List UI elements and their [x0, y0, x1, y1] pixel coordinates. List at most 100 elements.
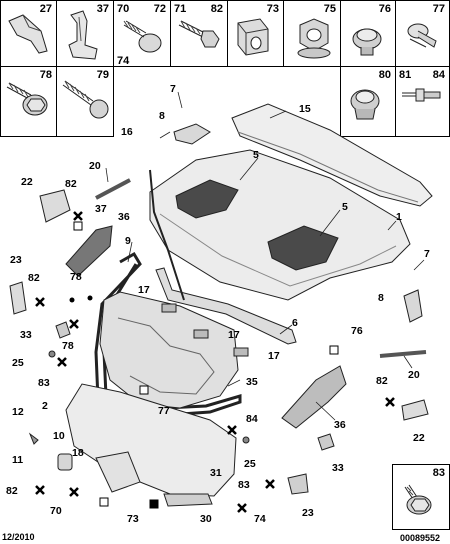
part-cell-75: 75 [283, 0, 341, 67]
gas-strut-right [379, 350, 427, 358]
callout-82-a: 82 [65, 178, 77, 190]
release-cable [149, 169, 185, 301]
weatherstrip-seal [94, 251, 242, 420]
callout-9: 9 [125, 235, 131, 247]
sound-pad-upper [175, 179, 239, 219]
part-number-37: 37 [96, 3, 109, 15]
part-cell-81-84: 81 84 [395, 66, 450, 137]
callout-83-right: 84 [246, 413, 258, 425]
part-number-71: 71 [174, 3, 187, 15]
callout-17-a: 17 [138, 284, 150, 296]
callout-1: 1 [396, 211, 402, 223]
callout-31: 31 [210, 467, 222, 479]
hinge-bracket-right [403, 289, 423, 323]
callout-12: 12 [12, 406, 24, 418]
callout-82-e: 83 [238, 479, 250, 491]
dot-marker-78 [69, 297, 75, 303]
cross-marker-82-b [35, 297, 45, 307]
spring-clip-icon [68, 10, 98, 60]
callout-8-right: 8 [378, 292, 384, 304]
lock-body [95, 451, 141, 493]
callout-83-left: 83 [38, 377, 50, 389]
callout-35: 35 [246, 376, 258, 388]
cross-marker-70 [69, 487, 79, 497]
part-number-79: 79 [96, 69, 109, 81]
part-number-70: 70 [117, 3, 130, 15]
box-marker-37 [73, 221, 83, 231]
clip-33-left [55, 321, 71, 339]
inset-number-83: 83 [432, 467, 445, 479]
callout-2: 2 [42, 400, 48, 412]
part-cell-80: 80 [340, 66, 396, 137]
blind-rivet-icon [402, 88, 441, 102]
callout-36-left: 36 [118, 211, 130, 223]
clip-12 [28, 432, 39, 445]
callout-36-right: 36 [334, 419, 346, 431]
screw-bolt-icon [123, 20, 162, 53]
callout-77: 77 [158, 405, 170, 417]
callout-11: 11 [12, 454, 24, 466]
callout-73: 73 [127, 513, 139, 525]
box-marker-76 [329, 345, 339, 355]
callout-17-b: 17 [228, 329, 240, 341]
callout-18: 18 [72, 447, 84, 459]
cross-marker-83-a [57, 357, 67, 367]
part-number-78: 78 [39, 69, 52, 81]
part-number-75: 75 [323, 3, 336, 15]
cross-marker-82-c [385, 397, 395, 407]
cross-marker-78 [69, 319, 79, 329]
part-number-74: 74 [117, 55, 130, 67]
part-number-73: 73 [266, 3, 279, 15]
part-cell-73: 73 [227, 0, 284, 67]
part-cell-70-72-74: 70 72 74 [113, 0, 171, 67]
part-cell-79: 79 [56, 66, 114, 137]
part-number-84: 84 [432, 69, 445, 81]
part-number-77: 77 [432, 3, 445, 15]
callout-22-left: 22 [21, 176, 33, 188]
striker-bracket [287, 473, 309, 495]
flange-bolt-icon [404, 484, 432, 515]
part-cell-78: 78 [0, 66, 57, 137]
square-nut-icon [237, 18, 269, 56]
callout-7-right: 7 [424, 248, 430, 260]
callout-70: 70 [50, 505, 62, 517]
part-cell-37: 37 [56, 0, 114, 67]
flange-bolt-icon [6, 82, 48, 116]
gas-strut-left [95, 178, 131, 200]
sound-pad-lower [267, 225, 339, 271]
cross-marker-82-a [73, 211, 83, 221]
callout-33-right: 33 [332, 462, 344, 474]
rubber-bumper-17c [233, 347, 249, 357]
callout-82-d: 82 [6, 485, 18, 497]
cross-marker-82-d [35, 485, 45, 495]
part-cell-27: 27 [0, 0, 57, 67]
callout-5-upper: 5 [253, 149, 259, 161]
callout-37: 37 [95, 203, 107, 215]
inner-lid-panel [99, 291, 239, 409]
part-cell-71-82: 71 82 [170, 0, 228, 67]
part-number-82: 82 [210, 3, 223, 15]
callout-20-right: 20 [408, 369, 420, 381]
latch-mechanism [163, 493, 213, 507]
clip-33-right [317, 433, 335, 451]
rubber-bumper-17a [161, 303, 177, 313]
inset-cell-83: 83 [392, 464, 450, 530]
callout-25-right: 25 [244, 458, 256, 470]
fastener-25-right [242, 436, 250, 444]
callout-10: 10 [53, 430, 65, 442]
box-marker-73 [149, 499, 159, 509]
hex-nut-icon [297, 18, 331, 59]
callout-16: 16 [121, 126, 133, 138]
part-cell-77: 77 [395, 0, 450, 67]
rubber-bumper-icon [352, 28, 382, 56]
callout-82-b: 82 [28, 272, 40, 284]
callout-23-bottom: 23 [302, 507, 314, 519]
callout-6: 6 [292, 317, 298, 329]
callout-74: 74 [254, 513, 266, 525]
cross-marker-82-e [265, 479, 275, 489]
screw-bolt-icon [178, 20, 220, 48]
part-number-76: 76 [378, 3, 391, 15]
box-marker-84 [99, 497, 109, 507]
callout-25-left: 25 [12, 357, 24, 369]
